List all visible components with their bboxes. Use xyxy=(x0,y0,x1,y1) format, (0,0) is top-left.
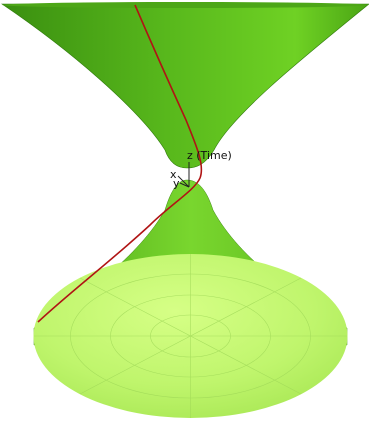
y-axis xyxy=(179,182,190,188)
x-axis-label: x xyxy=(170,168,177,181)
upper-nappe-surface xyxy=(1,3,369,169)
worldline-curve xyxy=(37,4,203,323)
y-axis-label: y xyxy=(173,177,180,190)
axes xyxy=(177,162,190,188)
x-axis xyxy=(177,175,190,188)
base-gridlines xyxy=(34,254,347,418)
z-axis-label: z (Time) xyxy=(187,149,232,162)
upper-rim xyxy=(2,2,369,8)
